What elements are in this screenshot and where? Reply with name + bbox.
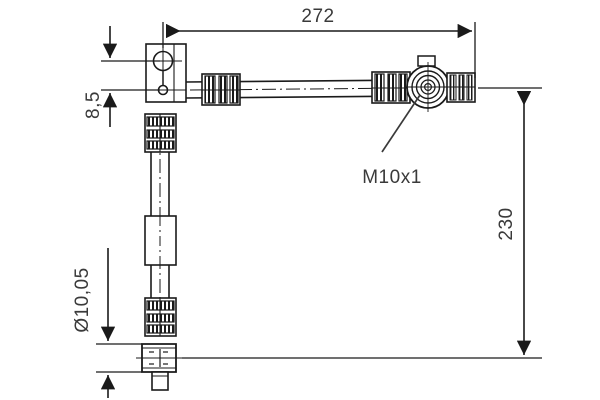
bottom-end-fitting <box>136 343 182 391</box>
leader-line <box>381 94 421 153</box>
dimension-overall-height: 230 <box>182 87 542 359</box>
mounting-bracket <box>145 43 187 103</box>
ferrule-vertical-top <box>144 113 177 153</box>
annotation-m10x1-label: M10x1 <box>362 167 422 188</box>
dimension-272-label: 272 <box>301 6 334 27</box>
dimension-230-label: 230 <box>496 207 517 240</box>
dimension-overall-length: 272 <box>162 6 476 78</box>
dimension-diameter-label: Ø10,05 <box>72 267 93 332</box>
hose-assembly-geometry <box>136 43 476 391</box>
protective-sleeve <box>144 215 177 266</box>
dimension-bracket-offset: 8,5 <box>83 26 160 127</box>
dimension-hose-diameter: Ø10,05 <box>72 248 142 398</box>
ferrule-vertical-bottom <box>144 297 177 337</box>
annotation-thread-callout: M10x1 <box>362 94 422 188</box>
dimension-8-5-label: 8,5 <box>83 91 104 119</box>
ferrule-upper-left <box>201 73 241 106</box>
ferrule-upper-right <box>371 71 411 104</box>
